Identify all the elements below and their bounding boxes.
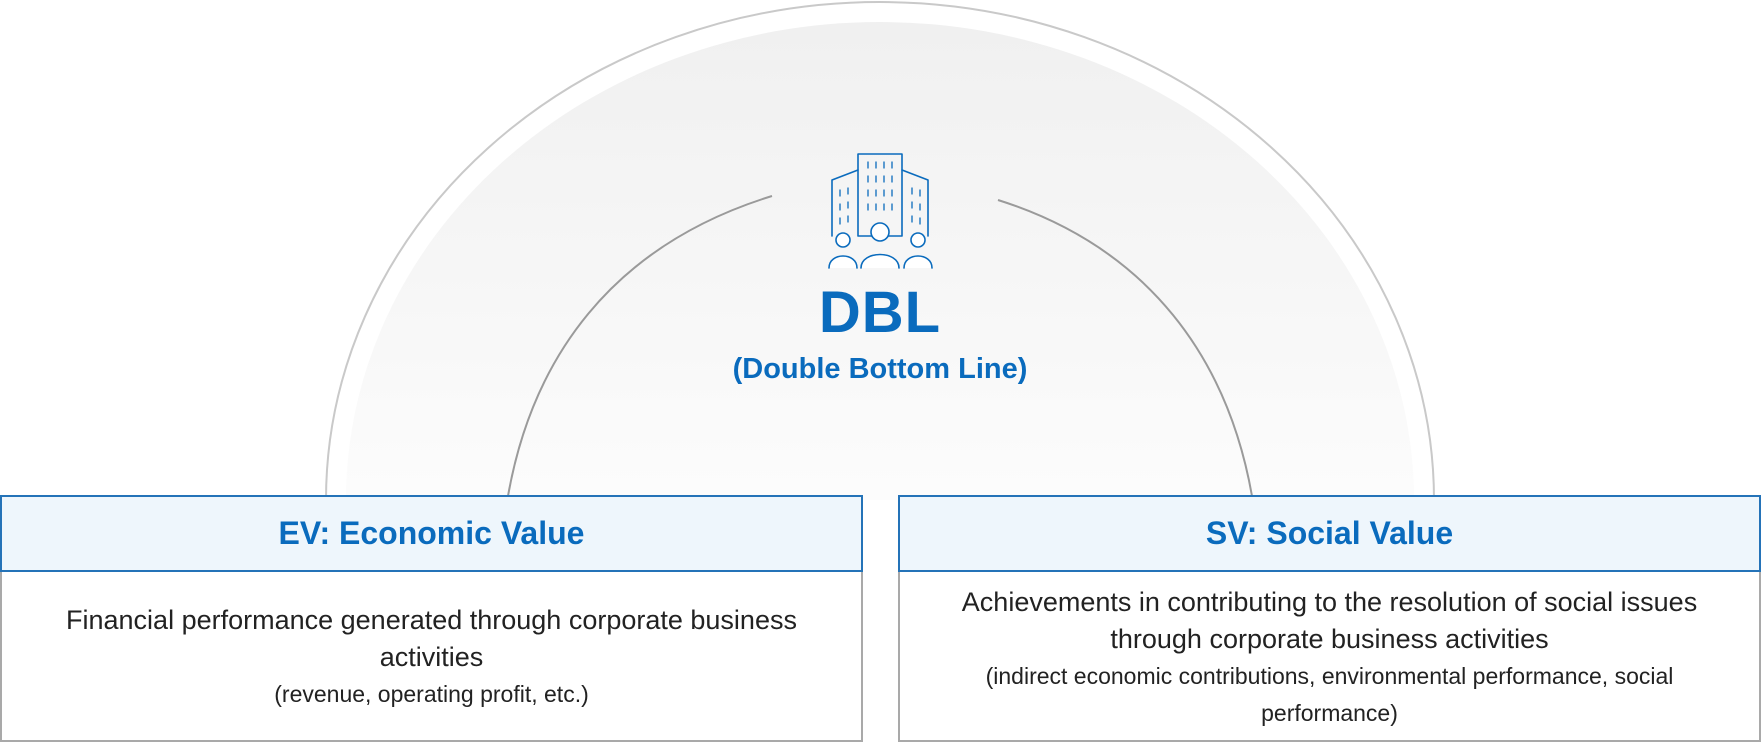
sv-note: (indirect economic contributions, enviro…: [985, 663, 1674, 726]
diagram-subtitle: (Double Bottom Line): [732, 353, 1028, 385]
ev-description: Financial performance generated through …: [66, 604, 797, 672]
ev-body: Financial performance generated through …: [2, 572, 861, 742]
sv-description: Achievements in contributing to the reso…: [961, 587, 1698, 654]
ev-box: EV: Economic Value Financial performance…: [0, 495, 863, 742]
building-with-people-icon: [828, 153, 933, 269]
right-connector-arc: [997, 199, 1253, 497]
ev-heading: EV: Economic Value: [0, 495, 863, 572]
sv-box: SV: Social Value Achievements in contrib…: [898, 495, 1761, 742]
left-connector-arc: [507, 195, 773, 497]
ev-note: (revenue, operating profit, etc.): [274, 680, 589, 707]
sv-body: Achievements in contributing to the reso…: [900, 572, 1759, 742]
diagram-title: DBL: [818, 280, 942, 345]
sv-heading: SV: Social Value: [898, 495, 1761, 572]
outer-arc: [325, 1, 1435, 501]
